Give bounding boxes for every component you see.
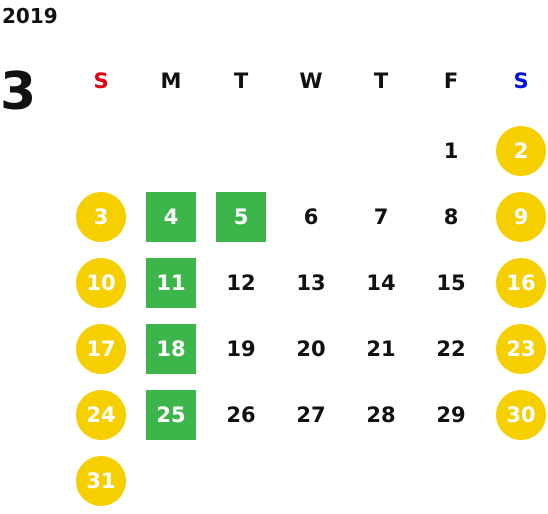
day-cell[interactable]: 25 xyxy=(136,382,206,448)
day-number: 25 xyxy=(146,390,196,440)
weekday-header: T xyxy=(373,69,389,93)
day-cell[interactable]: 20 xyxy=(276,316,346,382)
day-cell[interactable]: 12 xyxy=(206,250,276,316)
day-number: 18 xyxy=(146,324,196,374)
day-number: 24 xyxy=(76,390,126,440)
day-cell[interactable]: 8 xyxy=(416,184,486,250)
day-cell[interactable]: 26 xyxy=(206,382,276,448)
day-cell[interactable]: 7 xyxy=(346,184,416,250)
day-number: 26 xyxy=(226,403,256,427)
weekday-header: F xyxy=(443,69,459,93)
day-number: 11 xyxy=(146,258,196,308)
day-cell[interactable]: 4 xyxy=(136,184,206,250)
day-number: 22 xyxy=(436,337,466,361)
day-cell[interactable]: 14 xyxy=(346,250,416,316)
day-number: 17 xyxy=(76,324,126,374)
day-number: 29 xyxy=(436,403,466,427)
day-cell[interactable]: 23 xyxy=(486,316,548,382)
day-number: 9 xyxy=(496,192,546,242)
day-cell[interactable]: 10 xyxy=(66,250,136,316)
day-cell[interactable]: 3 xyxy=(66,184,136,250)
weekday-header: M xyxy=(160,69,182,93)
day-cell[interactable]: 22 xyxy=(416,316,486,382)
day-number: 15 xyxy=(436,271,466,295)
day-number: 7 xyxy=(373,205,389,229)
day-number: 19 xyxy=(226,337,256,361)
day-cell[interactable]: 27 xyxy=(276,382,346,448)
weekday-header: S xyxy=(93,69,109,93)
day-number: 31 xyxy=(76,456,126,506)
day-cell[interactable]: 1 xyxy=(416,118,486,184)
day-number: 20 xyxy=(296,337,326,361)
day-number: 30 xyxy=(496,390,546,440)
day-cell[interactable]: 11 xyxy=(136,250,206,316)
day-number: 23 xyxy=(496,324,546,374)
day-cell[interactable]: 31 xyxy=(66,448,136,514)
weekday-header: W xyxy=(299,69,323,93)
day-cell[interactable]: 24 xyxy=(66,382,136,448)
day-cell[interactable]: 5 xyxy=(206,184,276,250)
year-label: 2019 xyxy=(2,4,58,28)
day-cell[interactable]: 2 xyxy=(486,118,548,184)
day-number: 6 xyxy=(303,205,319,229)
month-number: 3 xyxy=(0,62,37,122)
day-cell[interactable]: 29 xyxy=(416,382,486,448)
day-number: 3 xyxy=(76,192,126,242)
day-cell[interactable]: 18 xyxy=(136,316,206,382)
day-cell[interactable]: 9 xyxy=(486,184,548,250)
day-number: 1 xyxy=(443,139,459,163)
day-cell[interactable]: 16 xyxy=(486,250,548,316)
day-cell[interactable]: 13 xyxy=(276,250,346,316)
day-number: 13 xyxy=(296,271,326,295)
day-cell[interactable]: 21 xyxy=(346,316,416,382)
day-number: 27 xyxy=(296,403,326,427)
weekday-header: S xyxy=(513,69,529,93)
day-cell[interactable]: 15 xyxy=(416,250,486,316)
day-number: 10 xyxy=(76,258,126,308)
day-number: 2 xyxy=(496,126,546,176)
day-cell[interactable]: 28 xyxy=(346,382,416,448)
day-number: 12 xyxy=(226,271,256,295)
day-number: 8 xyxy=(443,205,459,229)
day-cell[interactable]: 19 xyxy=(206,316,276,382)
day-number: 4 xyxy=(146,192,196,242)
day-cell[interactable]: 17 xyxy=(66,316,136,382)
day-number: 21 xyxy=(366,337,396,361)
day-number: 14 xyxy=(366,271,396,295)
day-cell[interactable]: 6 xyxy=(276,184,346,250)
day-number: 16 xyxy=(496,258,546,308)
day-number: 28 xyxy=(366,403,396,427)
day-number: 5 xyxy=(216,192,266,242)
weekday-header: T xyxy=(233,69,249,93)
day-cell[interactable]: 30 xyxy=(486,382,548,448)
